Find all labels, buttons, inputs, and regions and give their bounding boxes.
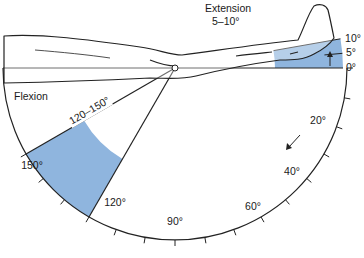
angle-value: 90° — [167, 216, 183, 228]
motion-name: Extension — [205, 3, 251, 15]
scale-tick — [21, 154, 26, 157]
scale-tick — [61, 200, 65, 205]
scale-tick — [307, 179, 312, 183]
angle-value: 120° — [104, 197, 126, 209]
scale-tick — [344, 98, 350, 99]
angle-value: 60° — [245, 201, 261, 213]
angle-value: 0° — [346, 62, 356, 74]
angle-value: 10° — [345, 33, 361, 45]
scale-tick — [114, 230, 116, 236]
scale-tick — [286, 200, 290, 205]
angle-range: 5–10° — [212, 16, 240, 28]
angle-range: 120–150° — [67, 94, 114, 128]
scale-tick — [234, 230, 236, 236]
angle-value: 150° — [21, 160, 43, 172]
extension-line — [324, 53, 342, 55]
flexion-limit-line — [89, 68, 175, 217]
angle-value: 20° — [310, 115, 326, 127]
scale-tick — [337, 127, 343, 129]
angle-value: 5° — [346, 47, 356, 59]
direction-arrows — [286, 51, 333, 150]
scale-tick — [261, 217, 264, 222]
scale-tick — [324, 154, 329, 157]
scale-tick — [175, 240, 176, 246]
angle-value: 40° — [284, 166, 300, 178]
knee-pivot — [172, 65, 178, 71]
scale-arc — [3, 68, 347, 240]
leg-outline — [4, 5, 334, 83]
scale-tick — [86, 217, 89, 222]
scale-tick — [39, 179, 44, 183]
scale-tick — [205, 237, 206, 243]
scale-tick — [144, 237, 145, 243]
motion-name: Flexion — [14, 91, 48, 103]
